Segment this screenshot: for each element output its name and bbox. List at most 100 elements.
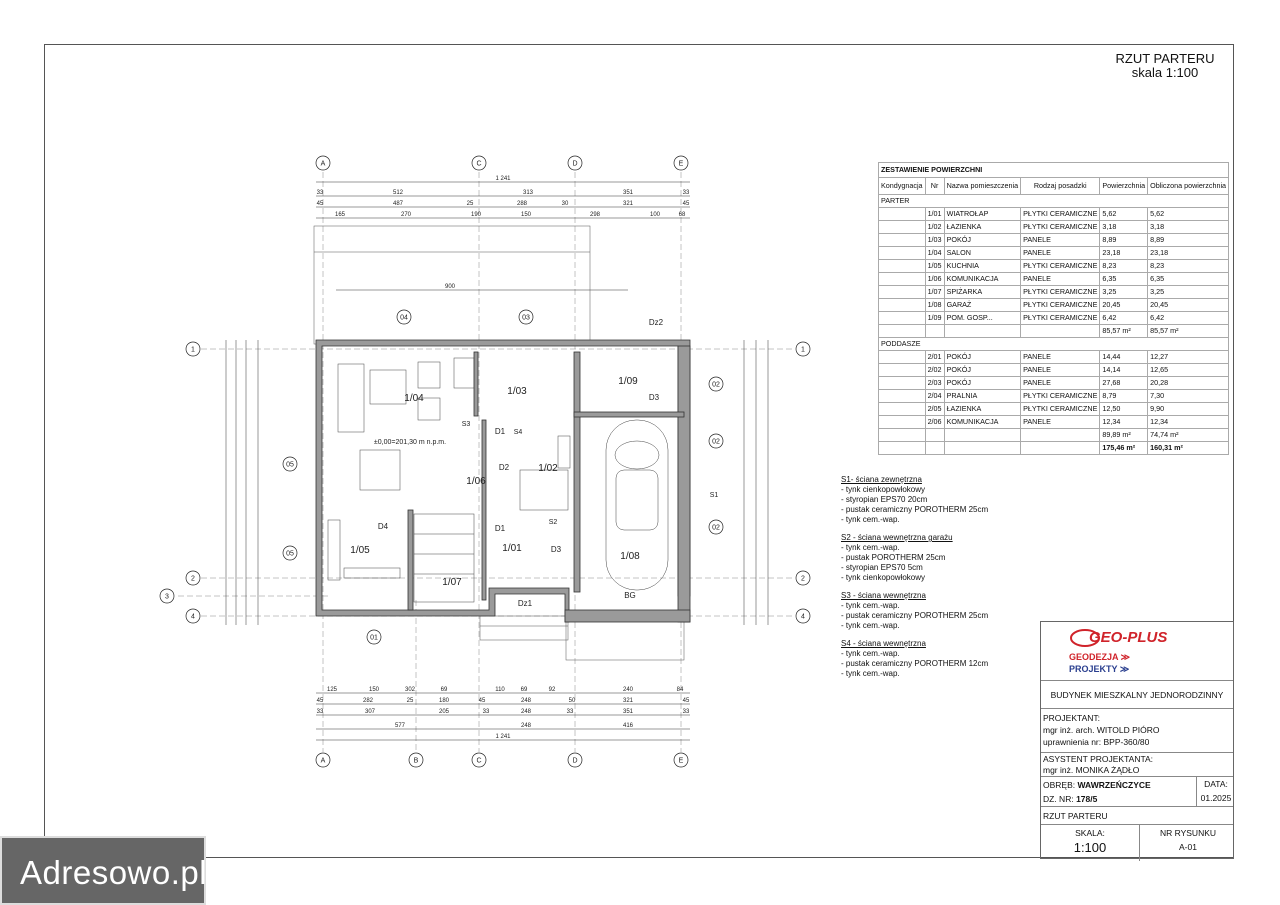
area-cell: Nazwa pomieszczenia	[943, 177, 1022, 195]
dim-bottom-2: 321	[623, 698, 634, 704]
dim-bottom-1: 69	[441, 687, 448, 693]
area-cell	[878, 272, 926, 286]
legend-item: - tynk cienkopowłokowy	[841, 485, 926, 494]
room-label: 1/06	[466, 476, 486, 487]
door-label: D1	[495, 524, 506, 533]
building-name: BUDYNEK MIESZKALNY JEDNORODZINNY	[1041, 680, 1233, 708]
dz-line: DZ. NR: 178/5	[1043, 794, 1097, 804]
dim-bottom-1: 110	[495, 687, 505, 693]
drawing-number-label: NR RYSUNKU	[1159, 828, 1217, 838]
area-cell: 1/05	[924, 259, 945, 273]
dim-overall-bottom: 1 241	[495, 734, 511, 740]
area-cell	[878, 324, 926, 338]
room-label: 1/03	[507, 386, 527, 397]
area-cell: PŁYTKI CERAMICZNE	[1020, 220, 1101, 234]
area-cell: SPIŻARKA	[943, 285, 1022, 299]
window-label: 02	[712, 439, 720, 446]
area-cell: 6,35	[1147, 272, 1230, 286]
area-cell	[943, 324, 1022, 338]
area-cell	[878, 350, 926, 364]
assistant-block: ASYSTENT PROJEKTANTA: mgr inż. MONIKA ŻĄ…	[1041, 752, 1233, 776]
area-cell: POKÓJ	[943, 233, 1022, 247]
area-cell: Kondygnacja	[878, 177, 926, 195]
area-cell: 1/01	[924, 207, 945, 221]
dim-top-2: 288	[517, 201, 528, 207]
area-cell: 6,42	[1099, 311, 1149, 325]
area-cell	[878, 428, 926, 442]
axis-top-label: E	[679, 161, 684, 168]
dim-bottom-1: 150	[369, 687, 380, 693]
area-cell: 12,34	[1099, 415, 1149, 429]
area-cell: 3,25	[1099, 285, 1149, 299]
area-cell: 2/05	[924, 402, 945, 416]
legend-block: S1- ściana zewnętrzna- tynk cienkopowłok…	[841, 475, 1041, 525]
dim-bottom-3: 205	[439, 709, 450, 715]
dz-value: 178/5	[1076, 794, 1098, 804]
area-cell: 8,89	[1147, 233, 1230, 247]
axis-left-label-bubble	[159, 588, 175, 604]
legend-title: S2 - ściana wewnętrzna garażu	[841, 533, 953, 542]
window-label: 02	[712, 525, 720, 532]
area-cell: 3,18	[1099, 220, 1149, 234]
area-cell: PŁYTKI CERAMICZNE	[1020, 402, 1101, 416]
designer-block: PROJEKTANT: mgr inż. arch. WITOLD PIÓRO …	[1041, 708, 1233, 752]
area-cell: PANELE	[1020, 246, 1101, 260]
window-label-bubble	[282, 545, 298, 561]
watermark-badge: Adresowo.pl	[0, 836, 208, 905]
legend-item: - styropian EPS70 5cm	[841, 563, 923, 572]
area-cell: POM. GOSP...	[943, 311, 1022, 325]
area-cell	[943, 441, 1022, 455]
wall-type-label: S1	[710, 492, 719, 499]
axis-left-label-bubble	[185, 570, 201, 586]
window-label-bubble	[282, 456, 298, 472]
area-cell: 175,46 m²	[1099, 441, 1149, 455]
dim-bottom-2: 50	[569, 698, 576, 704]
dim-top-1: 313	[523, 190, 534, 196]
dim-bottom-2: 45	[479, 698, 486, 704]
area-cell: Rodzaj posadzki	[1020, 177, 1101, 195]
axis-right-label-bubble	[795, 570, 811, 586]
area-cell: 1/04	[924, 246, 945, 260]
area-cell: POKÓJ	[943, 376, 1022, 390]
area-cell: 20,45	[1147, 298, 1230, 312]
assistant-label: ASYSTENT PROJEKTANTA:	[1043, 754, 1154, 764]
dim-bottom-3: 307	[365, 709, 376, 715]
dim-bottom-1: 84	[677, 687, 684, 693]
legend-block: S4 - ściana wewnętrzna- tynk cem.-wap.- …	[841, 639, 1041, 679]
area-cell: 12,65	[1147, 363, 1230, 377]
area-cell: 8,23	[1099, 259, 1149, 273]
obreb-line: OBRĘB: WAWRZEŃCZYCE	[1043, 780, 1151, 790]
room-label: 1/02	[538, 463, 558, 474]
legend-item: - tynk cienkopowłokowy	[841, 573, 926, 582]
area-cell: 6,35	[1099, 272, 1149, 286]
watermark-text: Adresowo.pl	[20, 854, 208, 891]
dim-top-3: 165	[335, 212, 346, 218]
area-cell: PARTER	[877, 194, 1230, 208]
area-cell: PANELE	[1020, 272, 1101, 286]
axis-left-label-bubble	[185, 608, 201, 624]
area-cell: 1/06	[924, 272, 945, 286]
dim-top-3: 68	[679, 212, 686, 218]
area-cell: PŁYTKI CERAMICZNE	[1020, 298, 1101, 312]
dim-top-2: 487	[393, 201, 404, 207]
legend-item: - pustak ceramiczny POROTHERM 25cm	[841, 505, 989, 514]
dim-bottom-2: 282	[363, 698, 374, 704]
area-cell: 5,62	[1147, 207, 1230, 221]
dim-bottom-2: 25	[407, 698, 414, 704]
window-label-bubble	[366, 629, 382, 645]
dim-bottom-2: 248	[521, 698, 532, 704]
area-cell	[1020, 441, 1101, 455]
axis-left-label: 1	[191, 347, 195, 354]
area-cell	[924, 324, 945, 338]
window-label: 01	[370, 635, 378, 642]
